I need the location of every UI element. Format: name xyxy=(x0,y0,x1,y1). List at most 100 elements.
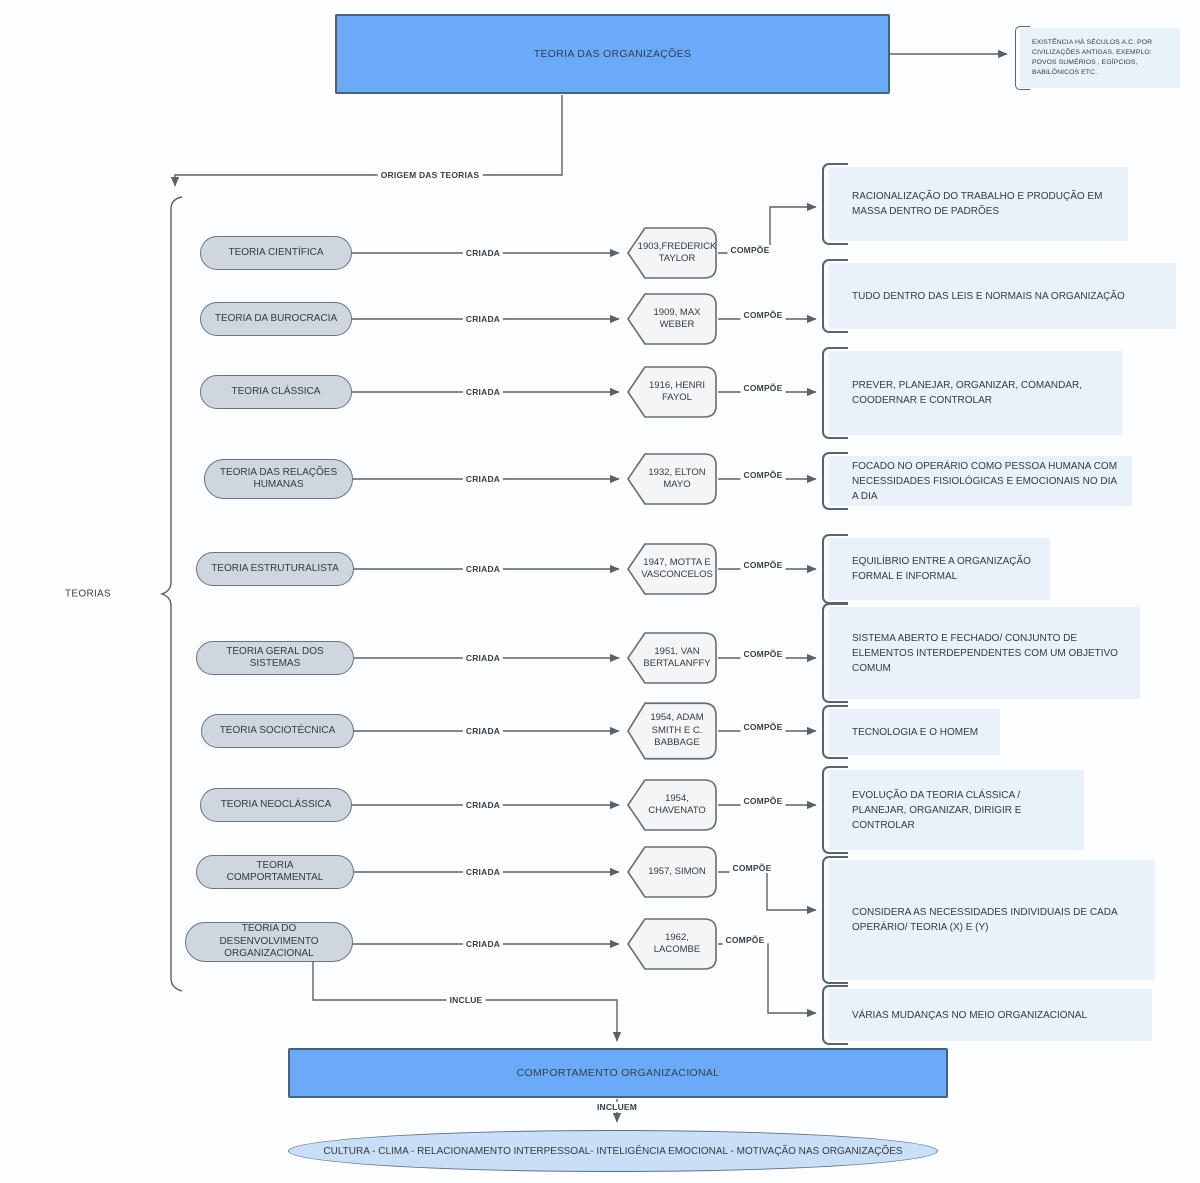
hexagon-shape xyxy=(627,453,717,505)
description-fill xyxy=(829,770,1084,850)
author-node-simon[interactable]: 1957, SIMON xyxy=(626,845,718,899)
author-node-chavenato[interactable]: 1954, CHAVENATO xyxy=(626,778,718,832)
theory-node-classica[interactable]: TEORIA CLÁSSICA xyxy=(200,375,352,409)
edge-label-criada: CRIADA xyxy=(462,939,504,949)
description-fill xyxy=(829,709,1000,755)
hexagon-shape xyxy=(627,227,717,279)
hexagon-shape xyxy=(627,632,717,684)
author-node-taylor[interactable]: 1903,FREDERICK TAYLOR xyxy=(626,226,718,280)
left-bracket xyxy=(822,347,848,439)
author-node-weber[interactable]: 1909, MAX WEBER xyxy=(626,292,718,346)
comportamento-node[interactable]: COMPORTAMENTO ORGANIZACIONAL xyxy=(288,1048,948,1098)
left-bracket xyxy=(822,856,848,984)
theory-node-neoclassica[interactable]: TEORIA NEOCLÁSSICA xyxy=(200,788,352,822)
edge-label-inclue: INCLUE xyxy=(446,995,486,1005)
author-label: 1903,FREDERICK TAYLOR xyxy=(637,240,717,264)
edge-label-criada: CRIADA xyxy=(462,653,504,663)
edge-label-criada: CRIADA xyxy=(462,387,504,397)
theory-node-burocracia[interactable]: TEORIA DA BUROCRACIA xyxy=(200,302,352,336)
author-node-lacombe[interactable]: 1962, LACOMBE xyxy=(626,917,718,971)
theory-node-estruturalista[interactable]: TEORIA ESTRUTURALISTA xyxy=(196,552,354,586)
description-fill xyxy=(829,351,1122,435)
theory-node-cientifica[interactable]: TEORIA CIENTÍFICA xyxy=(200,236,352,270)
theory-node-comportamental[interactable]: TEORIA COMPORTAMENTAL xyxy=(196,855,354,889)
edge-label-criada: CRIADA xyxy=(462,800,504,810)
left-bracket xyxy=(822,163,848,245)
theory-label: TEORIA CIENTÍFICA xyxy=(228,246,324,258)
edge-label-origem: ORIGEM DAS TEORIAS xyxy=(377,170,483,180)
cultura-ellipse-node[interactable]: CULTURA - CLIMA - RELACIONAMENTO INTERPE… xyxy=(288,1130,938,1172)
theory-label: TEORIA DAS RELAÇÕES HUMANAS xyxy=(219,466,338,491)
theory-label: TEORIA SOCIOTÉCNICA xyxy=(219,724,336,736)
description-fill xyxy=(829,607,1140,699)
author-label: 1951, VAN BERTALANFFY xyxy=(643,645,711,669)
theory-label: TEORIA COMPORTAMENTAL xyxy=(226,859,324,884)
left-bracket xyxy=(822,766,848,854)
teorias-brace xyxy=(159,196,183,992)
description-node[interactable]: FOCADO NO OPERÁRIO COMO PESSOA HUMANA CO… xyxy=(822,452,1132,510)
description-text: CONSIDERA AS NECESSIDADES INDIVIDUAIS DE… xyxy=(852,907,1118,933)
description-node[interactable]: PREVER, PLANEJAR, ORGANIZAR, COMANDAR, C… xyxy=(822,347,1122,439)
edge-label-compoe: COMPÕE xyxy=(740,470,786,480)
edge-label-compoe: COMPÕE xyxy=(727,245,773,255)
description-node[interactable]: CONSIDERA AS NECESSIDADES INDIVIDUAIS DE… xyxy=(822,856,1155,984)
root-node[interactable]: TEORIA DAS ORGANIZAÇÕES xyxy=(335,14,890,94)
edge-label-compoe: COMPÕE xyxy=(729,863,775,873)
author-label: 1909, MAX WEBER xyxy=(653,306,701,330)
edge-label-compoe: COMPÕE xyxy=(740,722,786,732)
hexagon-shape xyxy=(627,543,717,595)
theory-node-desenvolvimento-organizacional[interactable]: TEORIA DO DESENVOLVIMENTO ORGANIZACIONAL xyxy=(185,922,353,962)
edge-label-criada: CRIADA xyxy=(462,474,504,484)
cultura-label: CULTURA - CLIMA - RELACIONAMENTO INTERPE… xyxy=(323,1145,903,1157)
teorias-label: TEORIAS xyxy=(65,588,111,600)
edge-label-criada: CRIADA xyxy=(462,726,504,736)
theory-node-relacoes-humanas[interactable]: TEORIA DAS RELAÇÕES HUMANAS xyxy=(204,459,353,499)
author-node-smith-babbage[interactable]: 1954, ADAM SMITH E C. BABBAGE xyxy=(626,701,718,761)
left-bracket xyxy=(822,259,848,333)
description-node[interactable]: SISTEMA ABERTO E FECHADO/ CONJUNTO DE EL… xyxy=(822,603,1140,703)
hexagon-shape xyxy=(627,846,717,898)
note-text: EXISTÊNCIA HÁ SÉCULOS A.C. POR CIVILIZAÇ… xyxy=(1032,39,1153,76)
description-node[interactable]: TECNOLOGIA E O HOMEM xyxy=(822,705,1000,759)
author-node-fayol[interactable]: 1916, HENRI FAYOL xyxy=(626,365,718,419)
description-node[interactable]: EVOLUÇÃO DA TEORIA CLÁSSICA / PLANEJAR, … xyxy=(822,766,1084,854)
description-text: EQUILÍBRIO ENTRE A ORGANIZAÇÃO FORMAL E … xyxy=(852,556,1031,582)
author-label: 1957, SIMON xyxy=(648,865,706,877)
edge-label-compoe: COMPÕE xyxy=(740,796,786,806)
description-node[interactable]: RACIONALIZAÇÃO DO TRABALHO E PRODUÇÃO EM… xyxy=(822,163,1128,245)
description-node[interactable]: EQUILÍBRIO ENTRE A ORGANIZAÇÃO FORMAL E … xyxy=(822,534,1050,604)
description-text: EVOLUÇÃO DA TEORIA CLÁSSICA / PLANEJAR, … xyxy=(852,789,1022,831)
theory-node-sociotecnica[interactable]: TEORIA SOCIOTÉCNICA xyxy=(201,714,354,748)
theory-node-geral-sistemas[interactable]: TEORIA GERAL DOS SISTEMAS xyxy=(196,641,354,675)
author-node-mayo[interactable]: 1932, ELTON MAYO xyxy=(626,452,718,506)
description-text: TUDO DENTRO DAS LEIS E NORMAIS NA ORGANI… xyxy=(852,290,1125,302)
description-fill xyxy=(829,860,1155,980)
edge-label-criada: CRIADA xyxy=(462,564,504,574)
hexagon-shape xyxy=(627,918,717,970)
theory-label: TEORIA GERAL DOS SISTEMAS xyxy=(226,645,324,670)
description-node[interactable]: TUDO DENTRO DAS LEIS E NORMAIS NA ORGANI… xyxy=(822,259,1176,333)
description-text: FOCADO NO OPERÁRIO COMO PESSOA HUMANA CO… xyxy=(852,460,1118,502)
description-text: SISTEMA ABERTO E FECHADO/ CONJUNTO DE EL… xyxy=(852,632,1118,674)
note-node[interactable]: EXISTÊNCIA HÁ SÉCULOS A.C. POR CIVILIZAÇ… xyxy=(1015,26,1180,90)
description-fill xyxy=(829,538,1050,600)
author-node-bertalanffy[interactable]: 1951, VAN BERTALANFFY xyxy=(626,631,718,685)
description-text: RACIONALIZAÇÃO DO TRABALHO E PRODUÇÃO EM… xyxy=(852,191,1103,217)
author-label: 1932, ELTON MAYO xyxy=(648,466,706,490)
description-fill xyxy=(829,456,1132,506)
description-node[interactable]: VÁRIAS MUDANÇAS NO MEIO ORGANIZACIONAL xyxy=(822,985,1152,1045)
root-title: TEORIA DAS ORGANIZAÇÕES xyxy=(533,48,692,60)
edge-label-compoe: COMPÕE xyxy=(740,383,786,393)
author-node-motta-vasconcelos[interactable]: 1947, MOTTA E VASCONCELOS xyxy=(626,542,718,596)
edge-label-compoe: COMPÕE xyxy=(740,649,786,659)
edge-label-compoe: COMPÕE xyxy=(740,310,786,320)
author-label: 1954, ADAM SMITH E C. BABBAGE xyxy=(650,712,704,749)
edge-label-criada: CRIADA xyxy=(462,248,504,258)
edge-label-criada: CRIADA xyxy=(462,314,504,324)
edge-label-compoe: COMPÕE xyxy=(740,560,786,570)
edge-label-criada: CRIADA xyxy=(462,867,504,877)
note-fill xyxy=(1020,28,1180,88)
left-bracket xyxy=(822,603,848,703)
theory-label: TEORIA NEOCLÁSSICA xyxy=(220,798,332,810)
